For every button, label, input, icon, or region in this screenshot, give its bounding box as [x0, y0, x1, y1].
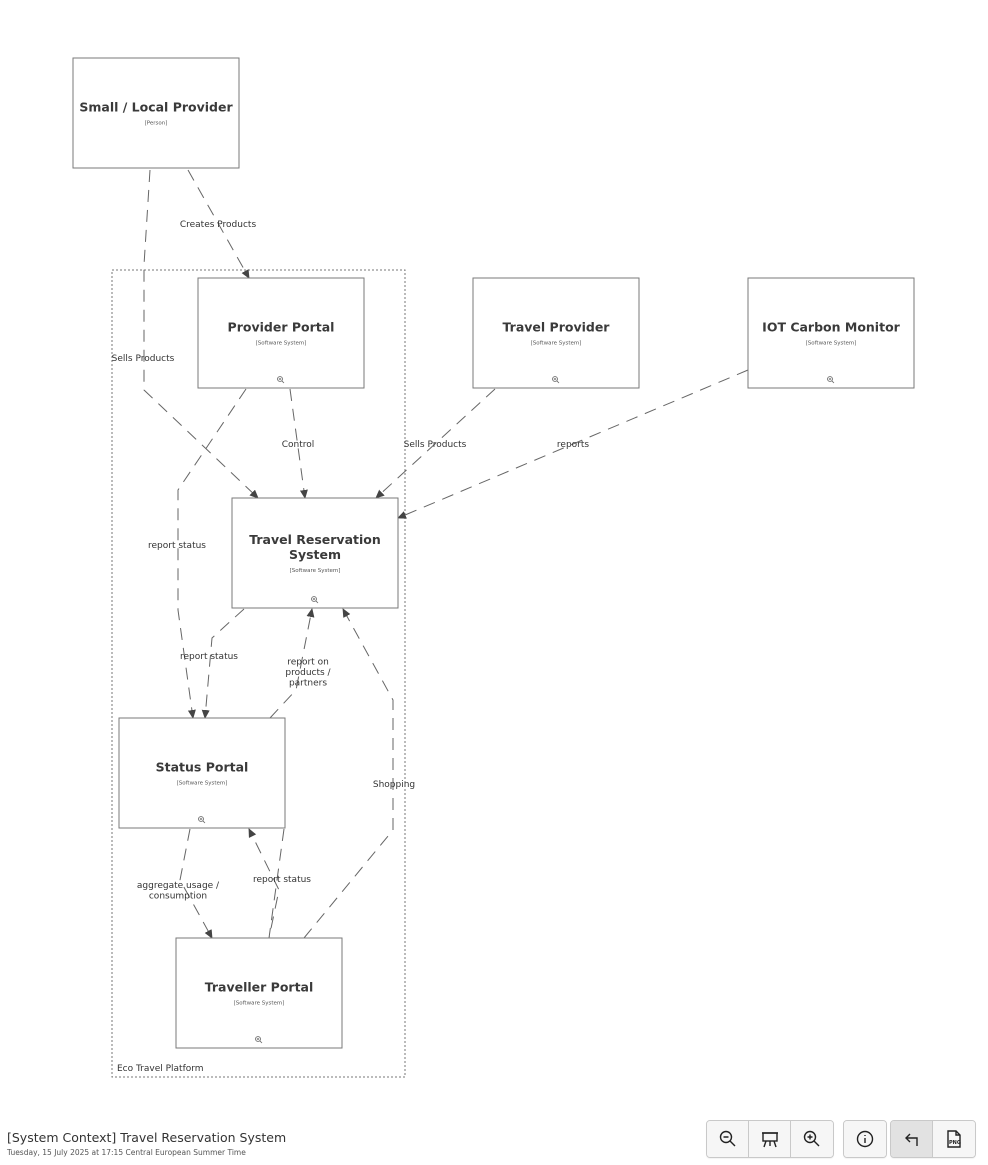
eco-travel-platform-boundary: Eco Travel Platform: [111, 269, 406, 1078]
relationship-provider-portal-to-travel-reservation-system[interactable]: [289, 388, 308, 499]
undo-icon: [904, 1133, 918, 1146]
node-traveller-portal[interactable]: Traveller Portal [Software System]: [175, 937, 343, 1049]
zoom-in-button[interactable]: [791, 1121, 833, 1157]
presentation-icon: [761, 1132, 778, 1148]
relationship-label: Sells Products: [404, 440, 467, 450]
node-travel-provider[interactable]: Travel Provider [Software System]: [472, 277, 640, 389]
relationship-label-text: Creates Products: [180, 220, 257, 230]
diagram-title: [System Context] Travel Reservation Syst…: [7, 1130, 287, 1145]
node-box: [175, 937, 343, 1049]
node-type: [Software System]: [177, 781, 228, 787]
zoom-in-icon[interactable]: [277, 376, 285, 384]
relationship-label: reports: [557, 440, 589, 450]
relationship-provider-portal-to-status-portal[interactable]: [177, 388, 247, 719]
node-type: [Software System]: [806, 341, 857, 347]
zoom-out-icon: [719, 1130, 735, 1147]
node-title: System: [289, 547, 341, 562]
relationship-small-local-provider-to-provider-portal[interactable]: [187, 169, 250, 279]
relationship-label-text: partners: [289, 679, 327, 689]
relationship-traveller-portal-to-travel-reservation-system[interactable]: [303, 608, 394, 939]
relationship-travel-reservation-system-to-status-portal[interactable]: [201, 608, 245, 719]
node-title: Traveller Portal: [205, 980, 314, 995]
relationship-label-text: reports: [557, 440, 589, 450]
zoom-in-icon[interactable]: [198, 816, 206, 824]
node-title: Small / Local Provider: [79, 100, 233, 115]
boundary-label: Eco Travel Platform: [117, 1064, 204, 1074]
presentation-button[interactable]: [749, 1121, 791, 1157]
relationship-label-text: report status: [180, 652, 238, 662]
info-icon: [856, 1130, 874, 1148]
node-title: Travel Provider: [503, 320, 611, 335]
diagram-date: Tuesday, 15 July 2025 at 17:15 Central E…: [7, 1148, 246, 1157]
undo-button[interactable]: [891, 1121, 933, 1157]
node-box: [197, 277, 365, 389]
node-provider-portal[interactable]: Provider Portal [Software System]: [197, 277, 365, 389]
zoom-in-icon: [803, 1130, 820, 1147]
node-iot-carbon-monitor[interactable]: IOT Carbon Monitor [Software System]: [747, 277, 915, 389]
relationship-label-text: consumption: [149, 891, 207, 901]
relationship-status-portal-to-traveller-portal[interactable]: [179, 828, 213, 939]
info-button[interactable]: [844, 1121, 886, 1157]
png-export-button[interactable]: PNG: [933, 1121, 975, 1157]
node-type: [Software System]: [234, 1001, 285, 1007]
node-type: [Software System]: [531, 341, 582, 347]
relationship-label-text: Sells Products: [112, 354, 175, 364]
zoom-in-icon[interactable]: [255, 1036, 263, 1044]
toolbar-export-group: PNG: [890, 1120, 976, 1158]
relationship-iot-carbon-monitor-to-travel-reservation-system[interactable]: [397, 369, 749, 519]
relationship-label: aggregate usage /consumption: [137, 881, 220, 902]
node-type: [Software System]: [256, 341, 307, 347]
relationship-label-text: Shopping: [373, 780, 415, 790]
toolbar-info-group: [843, 1120, 887, 1158]
relationship-label: report status: [148, 541, 206, 551]
relationship-label-text: aggregate usage /: [137, 881, 220, 891]
relationship-label: Shopping: [373, 780, 415, 790]
relationship-label-text: products /: [285, 668, 331, 678]
node-type: [Person]: [145, 121, 168, 127]
diagram-canvas: Eco Travel Platform Small / Local Provid…: [72, 57, 915, 1078]
node-title: Provider Portal: [228, 320, 335, 335]
zoom-out-button[interactable]: [707, 1121, 749, 1157]
relationship-travel-provider-to-travel-reservation-system[interactable]: [375, 388, 496, 499]
relationship-label: report status: [253, 875, 311, 885]
node-small-local-provider[interactable]: Small / Local Provider [Person]: [72, 57, 240, 169]
node-title: IOT Carbon Monitor: [762, 320, 900, 335]
node-box: [118, 717, 286, 829]
relationship-label-text: Control: [282, 440, 315, 450]
relationship-small-local-provider-to-travel-reservation-system[interactable]: [143, 169, 259, 499]
relationship-label: Control: [282, 440, 315, 450]
png-export-icon: PNG: [947, 1130, 961, 1148]
node-title: Status Portal: [156, 760, 249, 775]
relationship-label-text: Sells Products: [404, 440, 467, 450]
relationship-label-text: report status: [253, 875, 311, 885]
relationship-label-text: report on: [287, 658, 329, 668]
relationship-label: report status: [180, 652, 238, 662]
node-box: [231, 497, 399, 609]
relationship-label-text: report status: [148, 541, 206, 551]
relationship-label: Sells Products: [112, 354, 175, 364]
zoom-in-icon[interactable]: [827, 376, 835, 384]
node-status-portal[interactable]: Status Portal [Software System]: [118, 717, 286, 829]
zoom-in-icon[interactable]: [552, 376, 560, 384]
relationship-label: Creates Products: [180, 220, 257, 230]
node-box: [472, 277, 640, 389]
node-box: [747, 277, 915, 389]
zoom-in-icon[interactable]: [311, 596, 319, 604]
node-type: [Software System]: [290, 568, 341, 574]
node-title: Travel Reservation: [249, 532, 381, 547]
toolbar-zoom-group: [706, 1120, 834, 1158]
svg-text:PNG: PNG: [949, 1140, 961, 1146]
node-box: [72, 57, 240, 169]
